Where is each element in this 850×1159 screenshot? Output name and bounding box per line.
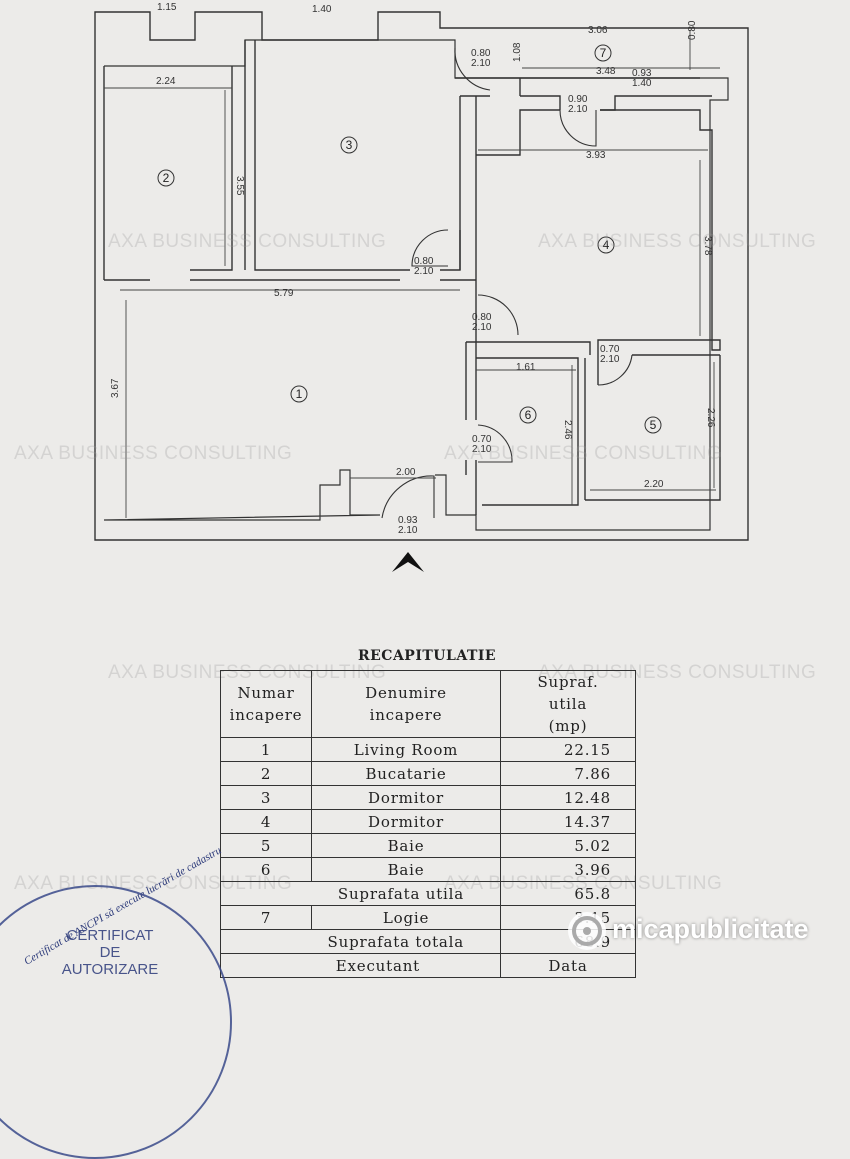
subtotal-value: 65.8 bbox=[500, 881, 636, 906]
brand-icon bbox=[568, 912, 606, 950]
dim-label: 2.00 bbox=[396, 467, 416, 478]
dim-label: 2.20 bbox=[644, 479, 664, 490]
subtotal-label: Suprafata utila bbox=[220, 881, 501, 906]
header-area: Supraf. utila (mp) bbox=[500, 670, 636, 738]
brand-logo: micapublicitate bbox=[566, 904, 836, 956]
dim-label: 1.40 bbox=[632, 78, 652, 89]
dim-label: 3.48 bbox=[596, 66, 616, 77]
row-num: 1 bbox=[220, 737, 312, 762]
row-name: Bucatarie bbox=[311, 761, 501, 786]
dim-label: 1.15 bbox=[157, 2, 177, 13]
dim-label: 2.26 bbox=[705, 408, 716, 428]
row-num: 2 bbox=[220, 761, 312, 786]
dim-label: 2.10 bbox=[414, 266, 434, 277]
total-label: Suprafata totala bbox=[220, 929, 501, 954]
row-name: Dormitor bbox=[311, 809, 501, 834]
room-number-2: 2 bbox=[163, 171, 170, 185]
dim-label: 2.24 bbox=[156, 76, 176, 87]
row-name: Dormitor bbox=[311, 785, 501, 810]
dim-label: 0.80 bbox=[414, 256, 434, 267]
row-num: 6 bbox=[220, 857, 312, 882]
row-area: 12.48 bbox=[500, 785, 636, 810]
dim-label: 2.10 bbox=[600, 354, 620, 365]
room-number-5: 5 bbox=[650, 418, 657, 432]
dim-label: 3.55 bbox=[234, 176, 245, 196]
dim-label: 1.08 bbox=[512, 42, 523, 62]
room-number-1: 1 bbox=[296, 387, 303, 401]
row-area: 5.02 bbox=[500, 833, 636, 858]
dim-label: 2.10 bbox=[472, 322, 492, 333]
dim-label: 0.80 bbox=[472, 312, 492, 323]
row-name: Logie bbox=[311, 905, 501, 930]
room-number-6: 6 bbox=[525, 408, 532, 422]
floor-plan: 1 2 3 4 5 6 7 1.15 1.40 3.06 0.80 2.10 1… bbox=[94, 2, 749, 572]
dim-label: 3.78 bbox=[702, 236, 713, 256]
dim-label: 2.10 bbox=[471, 58, 491, 69]
dim-label: 1.61 bbox=[516, 362, 536, 373]
row-area: 3.96 bbox=[500, 857, 636, 882]
date-label: Data bbox=[500, 953, 636, 978]
dim-label: 0.70 bbox=[472, 434, 492, 445]
dim-label: 0.90 bbox=[568, 94, 588, 105]
row-num: 3 bbox=[220, 785, 312, 810]
room-number-3: 3 bbox=[346, 138, 353, 152]
certification-stamp: CERTIFICAT DE AUTORIZARE bbox=[0, 885, 232, 1159]
row-num: 7 bbox=[220, 905, 312, 930]
row-name: Baie bbox=[311, 833, 501, 858]
dim-label: 0.80 bbox=[471, 48, 491, 59]
row-area: 14.37 bbox=[500, 809, 636, 834]
row-area: 7.86 bbox=[500, 761, 636, 786]
room-number-7: 7 bbox=[600, 46, 607, 60]
dim-label: 3.06 bbox=[588, 25, 608, 36]
dim-label: 5.79 bbox=[274, 288, 294, 299]
dim-label: 2.10 bbox=[472, 444, 492, 455]
dim-label: 2.46 bbox=[562, 420, 573, 440]
dim-label: 2.10 bbox=[398, 525, 418, 536]
room-number-4: 4 bbox=[603, 238, 610, 252]
stamp-line-2: DE bbox=[99, 944, 121, 961]
header-room-name: Denumire incapere bbox=[311, 670, 501, 738]
row-num: 4 bbox=[220, 809, 312, 834]
stamp-line-1: CERTIFICAT bbox=[66, 927, 154, 944]
recap-title: RECAPITULATIE bbox=[358, 648, 497, 664]
brand-name: micapublicitate bbox=[612, 914, 809, 944]
row-area: 22.15 bbox=[500, 737, 636, 762]
dim-label: 0.70 bbox=[600, 344, 620, 355]
row-name: Baie bbox=[311, 857, 501, 882]
row-num: 5 bbox=[220, 833, 312, 858]
recap-table: Numar incapere Denumire incapere Supraf.… bbox=[220, 670, 636, 978]
dim-label: 1.40 bbox=[312, 4, 332, 15]
header-room-number: Numar incapere bbox=[220, 670, 312, 738]
dim-label: 2.10 bbox=[568, 104, 588, 115]
dim-label: 3.67 bbox=[110, 378, 121, 398]
dim-label: 0.93 bbox=[632, 68, 652, 79]
row-name: Living Room bbox=[311, 737, 501, 762]
dim-label: 0.93 bbox=[398, 515, 418, 526]
dim-label: 3.93 bbox=[586, 150, 606, 161]
executant-label: Executant bbox=[220, 953, 501, 978]
dim-label: 0.80 bbox=[687, 20, 698, 40]
